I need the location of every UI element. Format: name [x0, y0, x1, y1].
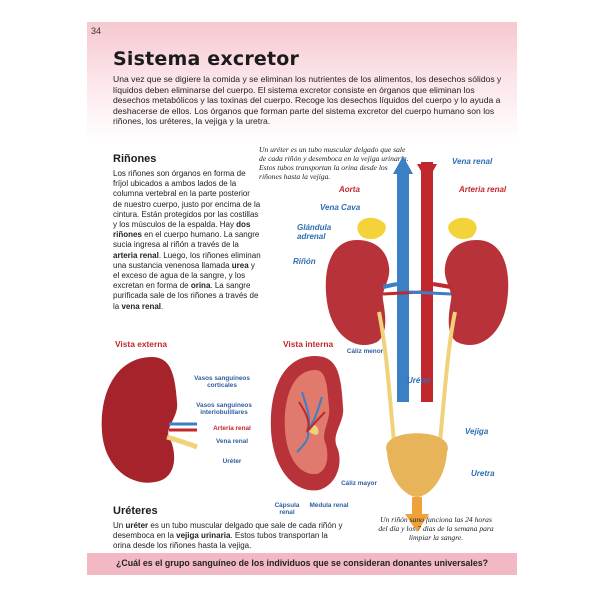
label-caliz-mayor: Cáliz mayor [341, 480, 377, 487]
vista-interna-label: Vista interna [283, 339, 334, 349]
label-arteria-renal: Arteria renal [459, 185, 507, 194]
kidneys-paragraph: Los riñones son órganos en forma de fríj… [113, 169, 261, 311]
footer-question: ¿Cuál es el grupo sanguíneo de los indiv… [116, 558, 488, 568]
textbook-page: 34 Sistema excretor Una vez que se digie… [87, 22, 517, 585]
kidney-fact-note: Un riñón sano funciona las 24 horas del … [378, 515, 494, 542]
right-ureter [437, 311, 457, 453]
excretory-system-diagram [325, 156, 509, 532]
label-vena-cava: Vena Cava [320, 203, 361, 212]
label-glandula-adrenal: Glándula adrenal [297, 223, 332, 241]
label-vena-renal-detail: Vena renal [216, 438, 248, 445]
ureteres-heading: Uréteres [113, 505, 158, 517]
kidney-internal-view [270, 356, 344, 491]
aorta-arrow [417, 164, 437, 182]
vena-cava-arrow [393, 156, 413, 174]
label-ureter: Uréter [407, 376, 431, 385]
header-band [87, 22, 517, 142]
label-uretra: Uretra [471, 469, 495, 478]
label-capsula-renal: Cápsula renal [274, 502, 300, 517]
label-medula-renal: Médula renal [309, 502, 349, 509]
bladder [386, 433, 448, 497]
left-kidney [325, 240, 390, 346]
label-arteria-renal-detail: Arteria renal [213, 425, 251, 432]
label-vasos-corticales: Vasos sanguíneos corticales [194, 375, 250, 390]
label-vena-renal: Vena renal [452, 157, 493, 166]
page-title: Sistema excretor [113, 48, 300, 70]
aorta-vessel [421, 162, 433, 402]
footer-question-band: ¿Cuál es el grupo sanguíneo de los indiv… [87, 553, 517, 575]
left-adrenal-gland [357, 217, 386, 240]
kidney-external-view [101, 357, 198, 483]
urethra-arrow [405, 514, 429, 532]
label-vejiga: Vejiga [465, 427, 489, 436]
label-aorta: Aorta [339, 185, 360, 194]
label-rinon: Riñón [293, 257, 316, 266]
label-vasos-interlobulillares: Vasos sanguíneos interlobulillares [196, 402, 252, 417]
page-number: 34 [91, 26, 102, 36]
ureteres-paragraph: Un uréter es un tubo muscular delgado qu… [113, 521, 343, 551]
intro-paragraph: Una vez que se digiere la comida y se el… [113, 74, 502, 127]
label-ureter-detail: Uréter [222, 458, 242, 465]
vena-cava-vessel [397, 172, 409, 402]
vista-externa-label: Vista externa [115, 339, 167, 349]
right-kidney [444, 240, 509, 346]
kidneys-heading: Riñones [113, 153, 157, 165]
ureter-note: Un uréter es un tubo muscular delgado qu… [259, 145, 409, 181]
right-adrenal-gland [448, 217, 477, 240]
label-caliz-menor: Cáliz menor [346, 348, 384, 355]
left-ureter [377, 311, 397, 453]
